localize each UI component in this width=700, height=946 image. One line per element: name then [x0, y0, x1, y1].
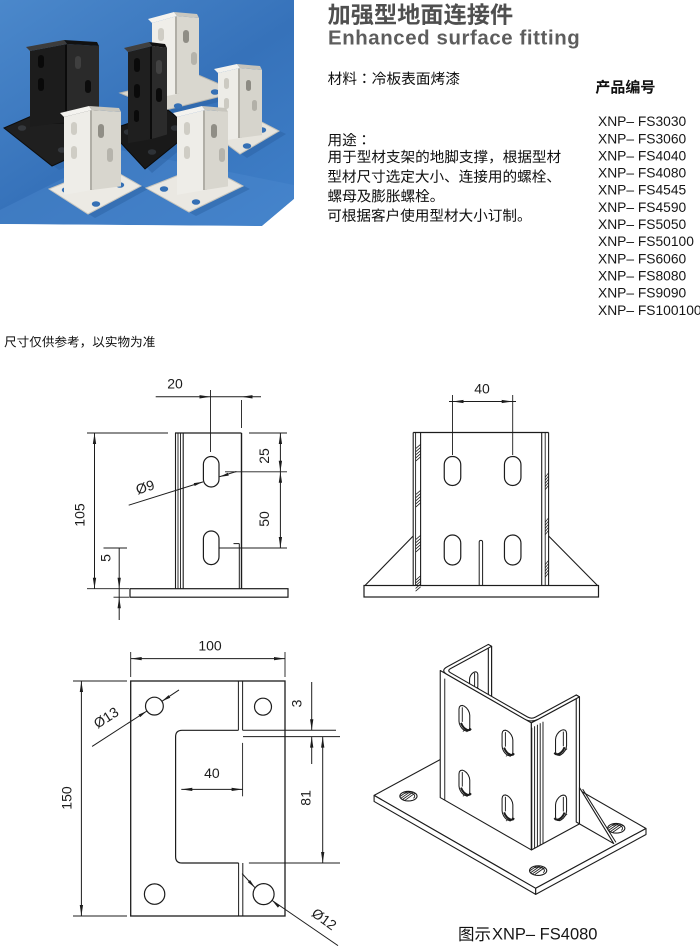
svg-text:XNP– FS6060: XNP– FS6060: [598, 251, 687, 266]
svg-text:5: 5: [98, 554, 114, 562]
svg-text:25: 25: [256, 448, 272, 464]
svg-text:Ø9: Ø9: [134, 477, 157, 498]
svg-text:XNP– FS9090: XNP– FS9090: [598, 286, 687, 301]
svg-text:Ø13: Ø13: [91, 703, 122, 731]
svg-text:XNP– FS4590: XNP– FS4590: [598, 200, 687, 215]
svg-text:40: 40: [204, 765, 220, 781]
svg-text:XNP– FS8080: XNP– FS8080: [598, 269, 687, 284]
svg-text:XNP– FS4080: XNP– FS4080: [492, 926, 597, 944]
svg-text:81: 81: [297, 790, 313, 806]
svg-text:XNP– FS5050: XNP– FS5050: [598, 217, 687, 232]
svg-text:Enhanced surface fitting: Enhanced surface fitting: [328, 28, 580, 50]
svg-text:100: 100: [198, 638, 222, 654]
svg-text:XNP– FS3060: XNP– FS3060: [598, 131, 687, 146]
svg-text:40: 40: [474, 381, 490, 397]
svg-text:XNP– FS4040: XNP– FS4040: [598, 148, 687, 163]
svg-text:105: 105: [72, 503, 88, 527]
svg-text:XNP– FS100100: XNP– FS100100: [598, 303, 700, 318]
svg-text:XNP– FS4080: XNP– FS4080: [598, 166, 687, 181]
svg-text:150: 150: [59, 786, 75, 810]
svg-text:XNP– FS4545: XNP– FS4545: [598, 183, 687, 198]
svg-text:XNP– FS3030: XNP– FS3030: [598, 114, 687, 129]
svg-text:XNP– FS50100: XNP– FS50100: [598, 234, 694, 249]
svg-text:20: 20: [167, 375, 183, 391]
svg-text:50: 50: [256, 511, 272, 527]
svg-text:3: 3: [289, 699, 305, 707]
